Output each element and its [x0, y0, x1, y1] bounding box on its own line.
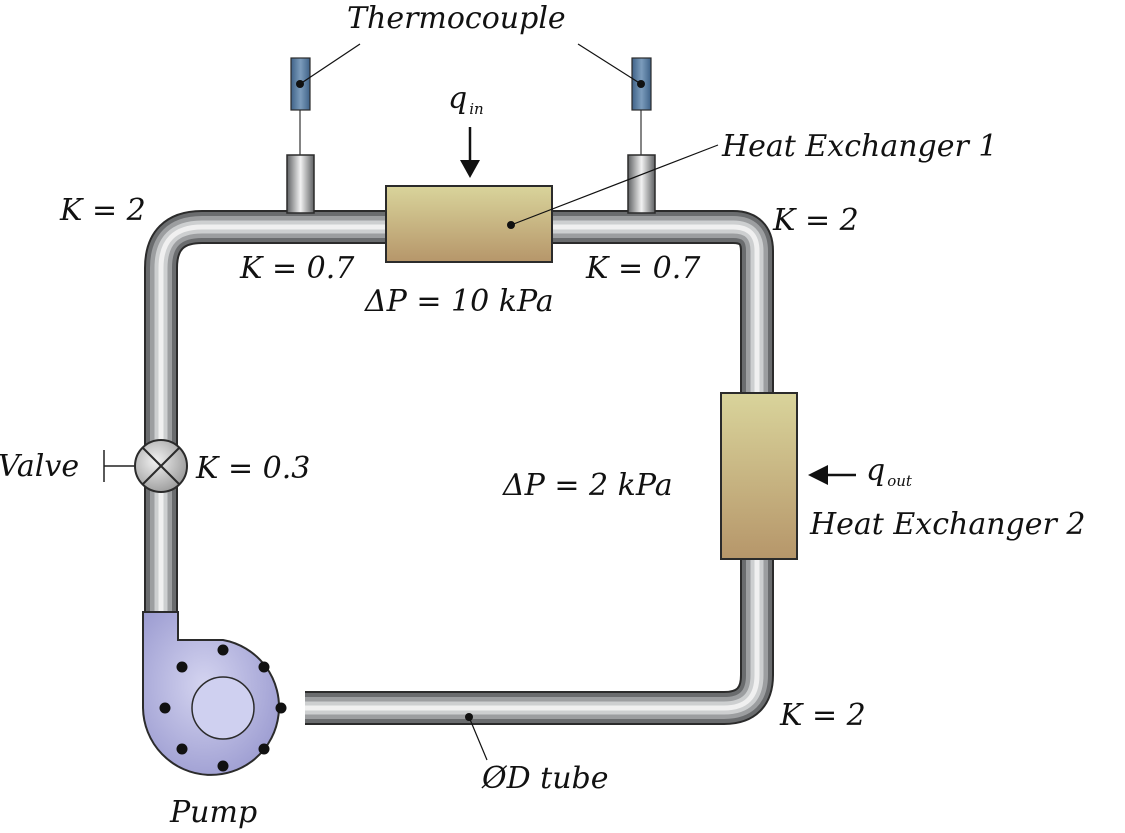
dp-hx2-label: ΔP = 2 kPa — [502, 468, 673, 503]
heat-exchanger-2-label: Heat Exchanger 2 — [809, 507, 1085, 542]
valve-icon — [103, 439, 188, 493]
tube-label: ØD tube — [481, 761, 609, 796]
thermocouple-right — [631, 57, 652, 155]
heat-exchanger-2 — [720, 392, 798, 560]
tee-stub-right — [627, 154, 656, 214]
heat-exchanger-1 — [385, 185, 553, 263]
thermocouple-label: Thermocouple — [347, 1, 566, 36]
k-top-right-label: K = 2 — [772, 203, 859, 238]
q-out-arrow — [808, 465, 856, 485]
q-in-arrow — [460, 127, 480, 178]
valve-label: Valve — [0, 449, 79, 484]
pipe-loop — [144, 210, 774, 725]
tee-stub-left — [286, 154, 315, 214]
pump-label: Pump — [169, 795, 257, 830]
thermocouple-left — [290, 57, 311, 155]
k-bottom-right-label: K = 2 — [779, 698, 866, 733]
pump-icon — [142, 611, 287, 776]
k-tee-right-label: K = 0.7 — [585, 251, 701, 286]
k-tee-left-label: K = 0.7 — [239, 251, 355, 286]
heat-exchanger-1-label: Heat Exchanger 1 — [721, 129, 997, 164]
k-top-left-label: K = 2 — [59, 193, 146, 228]
dp-hx1-label: ΔP = 10 kPa — [364, 284, 554, 319]
k-valve-label: K = 0.3 — [195, 451, 310, 486]
leader-lines — [299, 43, 719, 761]
